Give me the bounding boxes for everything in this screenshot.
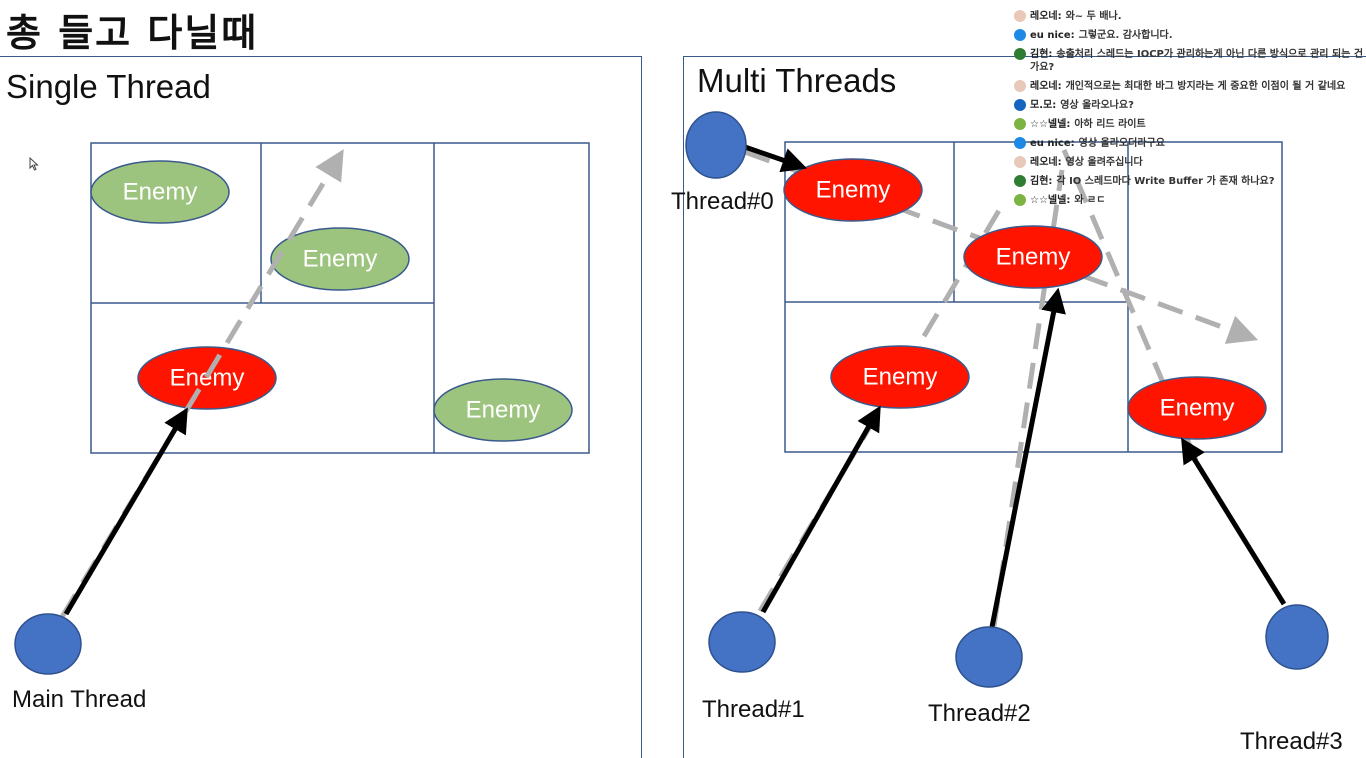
- single-enemy-1: Enemy: [90, 160, 230, 224]
- svg-text:Enemy: Enemy: [170, 364, 245, 391]
- chat-message: ☆☆넬넬:아하 리드 라이트: [1008, 118, 1366, 131]
- svg-text:Enemy: Enemy: [863, 363, 938, 390]
- chat-message: 김현:송출처리 스레드는 IOCP가 관리하는게 아닌 다른 방식으로 관리 되…: [1008, 48, 1366, 74]
- single-enemy-3-hit: Enemy: [137, 346, 277, 410]
- avatar: [1014, 10, 1026, 22]
- multi-enemy-1-hit: Enemy: [783, 158, 923, 222]
- thread1-arrow: [760, 405, 881, 614]
- thread1-label: Thread#1: [702, 696, 805, 723]
- chat-message: 레오네:영상 올려주십니다: [1008, 156, 1366, 169]
- chat-nick: 김현:: [1030, 49, 1053, 60]
- chat-message: 모.모:영상 올라오나요?: [1008, 99, 1366, 112]
- avatar: [1014, 137, 1026, 149]
- chat-text: 영상 올려주십니다: [1065, 157, 1143, 168]
- chat-nick: eu nice:: [1030, 30, 1075, 41]
- chat-message: 레오네:와~ 두 배나.: [1008, 10, 1366, 23]
- chat-text: 송출처리 스레드는 IOCP가 관리하는게 아닌 다른 방식으로 관리 되는 건…: [1030, 49, 1364, 73]
- multi-thread-title: Multi Threads: [697, 62, 897, 99]
- main-thread-node: [14, 613, 82, 675]
- chat-nick: ☆☆넬넬:: [1030, 119, 1071, 130]
- avatar: [1014, 48, 1026, 60]
- chat-text: 와~ 두 배나.: [1065, 11, 1122, 22]
- avatar: [1014, 156, 1026, 168]
- thread2-label: Thread#2: [928, 700, 1031, 727]
- chat-message: eu nice:그렇군요. 감사합니다.: [1008, 29, 1366, 42]
- thread2-node: [955, 626, 1023, 688]
- chat-nick: eu nice:: [1030, 138, 1075, 149]
- chat-nick: 레오네:: [1030, 157, 1062, 168]
- multi-enemy-3-hit: Enemy: [830, 345, 970, 409]
- thread1-node: [708, 611, 776, 673]
- single-thread-arrow: [63, 407, 188, 616]
- chat-nick: 레오네:: [1030, 81, 1062, 92]
- avatar: [1014, 175, 1026, 187]
- chat-text: 영상 올라오나요?: [1060, 100, 1134, 111]
- thread0-label: Thread#0: [671, 188, 774, 215]
- chat-nick: 김현:: [1030, 176, 1053, 187]
- avatar: [1014, 99, 1026, 111]
- chat-nick: 레오네:: [1030, 11, 1062, 22]
- chat-text: 영상 올라오더라구요: [1078, 138, 1165, 149]
- svg-text:Enemy: Enemy: [303, 245, 378, 272]
- single-thread-panel: [0, 56, 642, 758]
- single-map-grid: [90, 142, 590, 454]
- single-enemy-4: Enemy: [433, 378, 573, 442]
- thread3-label: Thread#3: [1240, 728, 1343, 755]
- svg-text:Enemy: Enemy: [816, 176, 891, 203]
- multi-enemy-2-hit: Enemy: [963, 225, 1103, 289]
- svg-text:Enemy: Enemy: [466, 396, 541, 423]
- chat-text: 와 ㄹㄷ: [1074, 195, 1106, 206]
- avatar: [1014, 194, 1026, 206]
- thread0-arrow: [744, 144, 808, 173]
- chat-message: 김현:각 IO 스레드마다 Write Buffer 가 존재 하나요?: [1008, 175, 1366, 188]
- thread3-node: [1265, 604, 1329, 670]
- thread2-arrow: [989, 287, 1066, 628]
- svg-text:Enemy: Enemy: [123, 178, 198, 205]
- mouse-cursor-icon: [29, 156, 39, 175]
- chat-message: ☆☆넬넬:와 ㄹㄷ: [1008, 194, 1366, 207]
- thread3-arrow: [1181, 437, 1287, 606]
- chat-text: 그렇군요. 감사합니다.: [1078, 30, 1173, 41]
- chat-text: 아하 리드 라이트: [1074, 119, 1146, 130]
- page-title: 총 들고 다닐때: [6, 11, 259, 55]
- chat-message: 레오네:개인적으로는 최대한 바그 방지라는 게 중요한 이점이 될 거 같네요: [1008, 80, 1366, 93]
- avatar: [1014, 80, 1026, 92]
- main-thread-label: Main Thread: [12, 686, 147, 713]
- chat-overlay: 레오네:와~ 두 배나. eu nice:그렇군요. 감사합니다. 김현:송출처…: [1008, 0, 1366, 245]
- avatar: [1014, 118, 1026, 130]
- thread0-node: [685, 111, 747, 179]
- chat-message-list: 레오네:와~ 두 배나. eu nice:그렇군요. 감사합니다. 김현:송출처…: [1008, 0, 1366, 207]
- chat-nick: 모.모:: [1030, 100, 1057, 111]
- single-enemy-2: Enemy: [270, 227, 410, 291]
- chat-message: eu nice:영상 올라오더라구요: [1008, 137, 1366, 150]
- chat-text: 각 IO 스레드마다 Write Buffer 가 존재 하나요?: [1056, 176, 1275, 187]
- multi-enemy-4-hit: Enemy: [1127, 376, 1267, 440]
- svg-text:Enemy: Enemy: [996, 243, 1071, 270]
- chat-text: 개인적으로는 최대한 바그 방지라는 게 중요한 이점이 될 거 같네요: [1065, 81, 1346, 92]
- avatar: [1014, 29, 1026, 41]
- chat-nick: ☆☆넬넬:: [1030, 195, 1071, 206]
- svg-text:Enemy: Enemy: [1160, 394, 1235, 421]
- single-thread-title: Single Thread: [6, 68, 211, 105]
- multi-thread-arrows: [744, 144, 1287, 628]
